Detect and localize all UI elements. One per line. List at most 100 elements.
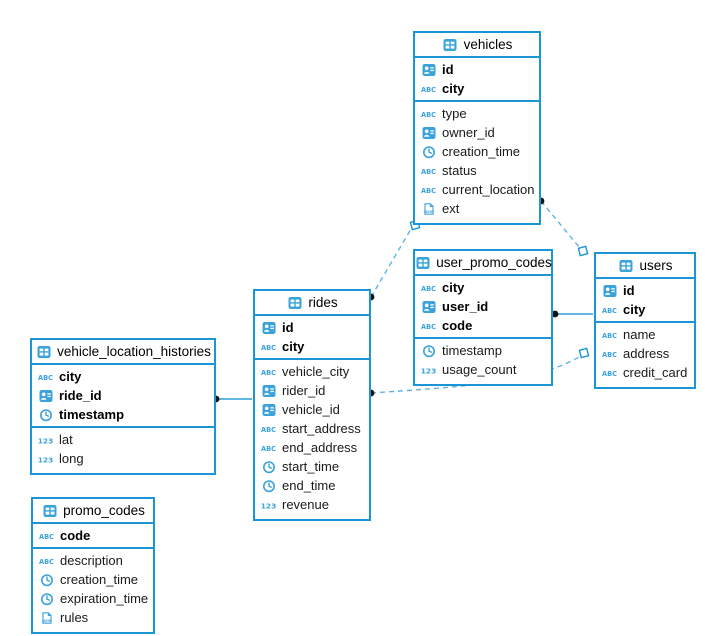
svg-text:ABC: ABC [602, 307, 617, 315]
string-abc-icon: ABC [260, 365, 277, 379]
field-row[interactable]: ABC code [33, 526, 153, 545]
svg-text:ABC: ABC [261, 445, 276, 453]
field-row[interactable]: ABC city [415, 278, 551, 297]
field-row[interactable]: ABC city [596, 300, 694, 319]
field-row[interactable]: ABC city [255, 337, 369, 356]
field-label: end_address [282, 440, 358, 455]
field-row[interactable]: ABC code [415, 316, 551, 335]
user-id-icon [260, 321, 277, 335]
timestamp-clock-icon [420, 344, 437, 358]
field-label: city [442, 280, 465, 295]
table-title: vehicles [463, 37, 513, 52]
timestamp-clock-icon [37, 408, 54, 422]
field-label: user_id [442, 299, 489, 314]
table-vehicle_location_histories[interactable]: vehicle_location_histories ABC city ride… [30, 338, 216, 475]
field-row[interactable]: owner_id [415, 123, 539, 142]
field-row[interactable]: 123 lat [32, 430, 214, 449]
json-doc-icon: JSON [38, 611, 55, 625]
field-row[interactable]: ride_id [32, 386, 214, 405]
table-header[interactable]: vehicles [415, 33, 539, 58]
svg-text:ABC: ABC [421, 111, 436, 119]
primary-key-section: ABC city user_id ABC code [415, 276, 551, 339]
svg-text:ABC: ABC [39, 558, 54, 566]
table-header[interactable]: users [596, 254, 694, 279]
number-123-icon: 123 [260, 498, 277, 512]
timestamp-clock-icon [38, 573, 55, 587]
relationship-endpoint-square [578, 347, 590, 359]
table-promo_codes[interactable]: promo_codes ABC code ABC description cre… [31, 497, 155, 634]
table-grid-icon [617, 259, 634, 273]
field-row[interactable]: id [415, 60, 539, 79]
field-row[interactable]: ABC address [596, 344, 694, 363]
field-label: id [442, 62, 454, 77]
field-label: city [623, 302, 646, 317]
field-row[interactable]: ABC vehicle_city [255, 362, 369, 381]
fields-section: ABC type owner_id creation_time ABC stat… [415, 102, 539, 223]
field-row[interactable]: timestamp [32, 405, 214, 424]
field-row[interactable]: ABC name [596, 325, 694, 344]
field-row[interactable]: creation_time [33, 570, 153, 589]
table-grid-icon [41, 504, 58, 518]
field-row[interactable]: 123 revenue [255, 495, 369, 514]
string-abc-icon: ABC [38, 554, 55, 568]
field-row[interactable]: ABC description [33, 551, 153, 570]
string-abc-icon: ABC [601, 366, 618, 380]
table-header[interactable]: vehicle_location_histories [32, 340, 214, 365]
table-header[interactable]: user_promo_codes [415, 251, 552, 276]
field-row[interactable]: id [596, 281, 694, 300]
table-header[interactable]: rides [255, 291, 369, 316]
table-rides[interactable]: rides id ABC city ABC vehicle_city rider… [253, 289, 371, 521]
field-row[interactable]: ABC type [415, 104, 539, 123]
field-row[interactable]: rider_id [255, 381, 369, 400]
number-123-icon: 123 [37, 433, 54, 447]
table-users[interactable]: users id ABC city ABC name ABC address A… [594, 252, 696, 389]
field-row[interactable]: id [255, 318, 369, 337]
user-id-icon [420, 63, 437, 77]
field-row[interactable]: 123 long [32, 449, 214, 468]
string-abc-icon: ABC [420, 164, 437, 178]
field-row[interactable]: expiration_time [33, 589, 153, 608]
field-label: description [60, 553, 123, 568]
field-row[interactable]: ABC city [415, 79, 539, 98]
string-abc-icon: ABC [260, 422, 277, 436]
field-row[interactable]: ABC end_address [255, 438, 369, 457]
svg-text:123: 123 [421, 366, 436, 375]
table-title: promo_codes [63, 503, 145, 518]
table-grid-icon [286, 296, 303, 310]
string-abc-icon: ABC [420, 82, 437, 96]
field-row[interactable]: user_id [415, 297, 551, 316]
field-label: vehicle_id [282, 402, 340, 417]
field-row[interactable]: timestamp [415, 341, 551, 360]
svg-text:JSON: JSON [423, 210, 434, 214]
field-row[interactable]: ABC current_location [415, 180, 539, 199]
field-row[interactable]: creation_time [415, 142, 539, 161]
field-label: id [623, 283, 635, 298]
field-row[interactable]: start_time [255, 457, 369, 476]
field-row[interactable]: ABC city [32, 367, 214, 386]
field-row[interactable]: end_time [255, 476, 369, 495]
string-abc-icon: ABC [38, 529, 55, 543]
field-row[interactable]: vehicle_id [255, 400, 369, 419]
string-abc-icon: ABC [260, 340, 277, 354]
field-label: city [59, 369, 82, 384]
field-row[interactable]: ABC start_address [255, 419, 369, 438]
relationship-endpoint-square [577, 245, 589, 257]
svg-text:123: 123 [38, 436, 53, 445]
svg-text:JSON: JSON [41, 619, 52, 623]
table-user_promo_codes[interactable]: user_promo_codes ABC city user_id ABC co… [413, 249, 553, 386]
svg-text:ABC: ABC [421, 168, 436, 176]
table-title: rides [308, 295, 338, 310]
field-row[interactable]: JSON ext [415, 199, 539, 218]
timestamp-clock-icon [260, 479, 277, 493]
field-row[interactable]: 123 usage_count [415, 360, 551, 379]
field-row[interactable]: ABC status [415, 161, 539, 180]
field-row[interactable]: ABC credit_card [596, 363, 694, 382]
field-label: end_time [282, 478, 336, 493]
table-vehicles[interactable]: vehicles id ABC city ABC type owner_id c… [413, 31, 541, 225]
field-row[interactable]: JSON rules [33, 608, 153, 627]
field-label: start_address [282, 421, 361, 436]
svg-text:ABC: ABC [421, 187, 436, 195]
string-abc-icon: ABC [420, 183, 437, 197]
field-label: timestamp [442, 343, 502, 358]
table-header[interactable]: promo_codes [33, 499, 153, 524]
